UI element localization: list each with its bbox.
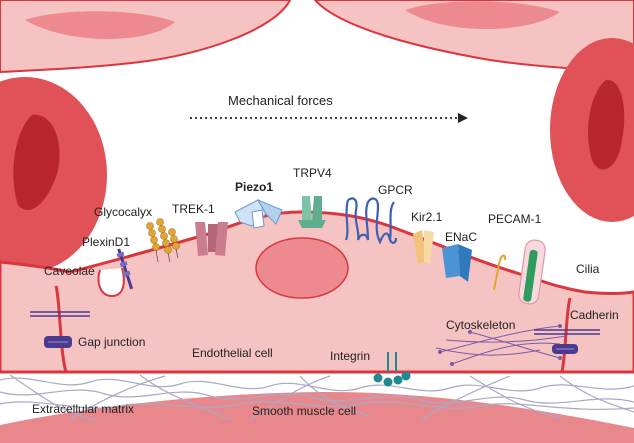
plexind1-icon: [116, 248, 134, 290]
trek1-label: TREK-1: [172, 202, 215, 216]
junction-left: [54, 285, 68, 373]
smooth-muscle-cell-label: Smooth muscle cell: [252, 404, 357, 418]
piezo1-icon: [234, 198, 283, 229]
rbc-left-center: [13, 114, 60, 211]
integrin-label: Integrin: [330, 349, 371, 363]
top-left-nucleus: [25, 11, 175, 40]
caveolae-label: Caveolae: [44, 264, 95, 278]
gap-junction-label: Gap junction: [78, 335, 146, 349]
top-right-nucleus: [405, 1, 560, 30]
glycocalyx-label: Glycocalyx: [94, 205, 153, 219]
trpv4-label: TRPV4: [293, 166, 332, 180]
cytoskeleton-label: Cytoskeleton: [446, 318, 516, 332]
forces-arrowhead: [458, 113, 468, 123]
junction-right: [560, 297, 572, 373]
enac-label: ENaC: [445, 230, 478, 244]
mechanical-forces-label: Mechanical forces: [228, 93, 333, 108]
enac-icon: [442, 244, 472, 282]
piezo1-label: Piezo1: [235, 180, 274, 194]
ecm-fibers: [0, 374, 634, 421]
integrin-icon: [373, 352, 411, 387]
pecam1-icon: [493, 254, 507, 291]
gap-junction-icon: [30, 311, 90, 348]
pecam1-label: PECAM-1: [488, 212, 542, 226]
smooth-muscle-shape: [0, 392, 634, 443]
kir21-icon: [413, 230, 434, 264]
trek1-icon: [195, 222, 228, 256]
extracellular-matrix-label: Extracellular matrix: [32, 402, 135, 416]
cadherin-label: Cadherin: [570, 308, 619, 322]
cilia-label: Cilia: [576, 262, 600, 276]
glycocalyx-icon: [146, 218, 180, 263]
cytoskeleton-icon: [435, 325, 567, 365]
gpcr-label: GPCR: [378, 183, 413, 197]
endothelial-nucleus: [255, 237, 349, 299]
top-left-cell: [0, 0, 292, 74]
cytoskeleton-nodes: [438, 324, 562, 366]
plexind1-label: PlexinD1: [82, 235, 131, 249]
caveolae-pit: [97, 267, 125, 298]
endothelial-cell-label: Endothelial cell: [192, 346, 273, 360]
kir21-label: Kir2.1: [411, 210, 443, 224]
trpv4-icon: [298, 196, 326, 228]
gpcr-icon: [344, 197, 398, 245]
rbc-right-center: [588, 79, 625, 170]
cilia-icon: [518, 239, 546, 305]
cadherin-icon: [534, 329, 600, 354]
